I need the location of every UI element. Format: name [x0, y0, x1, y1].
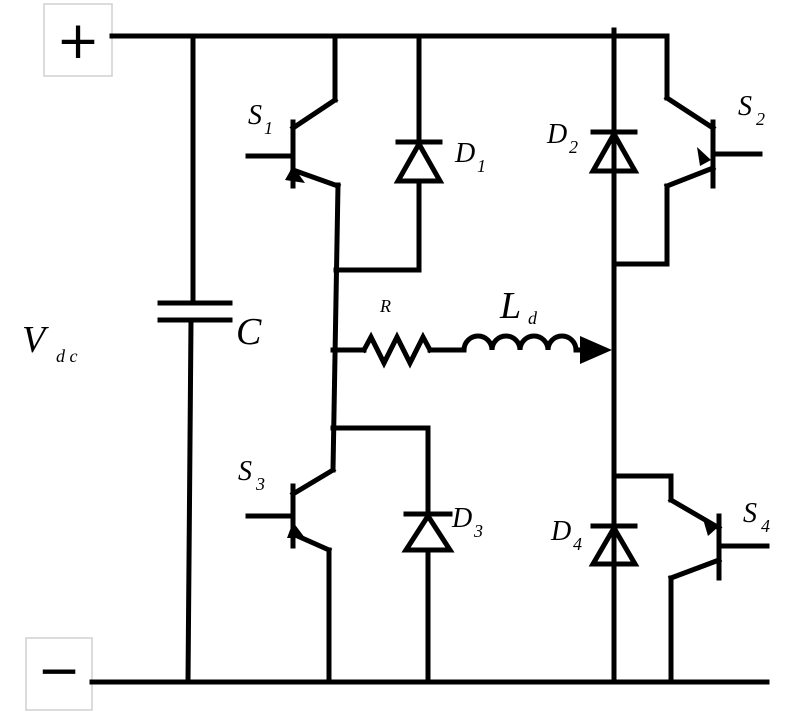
label-d4: D 4 [550, 516, 582, 554]
load-branch [330, 331, 612, 369]
svg-text:D: D [451, 503, 472, 534]
svg-text:S: S [248, 100, 262, 131]
svg-text:S: S [238, 456, 252, 487]
label-capacitor: C [236, 311, 262, 353]
label-inductor: L d [499, 285, 538, 328]
svg-text:V: V [22, 319, 49, 361]
svg-text:1: 1 [477, 156, 486, 176]
transistor-s3 [245, 466, 337, 685]
capacitor-c [157, 33, 233, 685]
current-arrow [580, 336, 612, 364]
svg-text:4: 4 [761, 516, 770, 536]
positive-terminal: + [43, 3, 113, 77]
label-s4: S 4 [743, 498, 770, 536]
diode-d3 [330, 425, 455, 685]
transistor-s1 [245, 33, 342, 190]
negative-terminal-symbol: − [37, 641, 81, 701]
diode-d2 [588, 128, 640, 174]
label-d3: D 3 [451, 503, 483, 541]
label-s3: S 3 [238, 456, 265, 494]
diode-d4 [588, 523, 640, 567]
negative-terminal: − [25, 637, 93, 711]
svg-text:2: 2 [756, 109, 765, 129]
svg-text:S: S [738, 91, 752, 122]
positive-terminal-symbol: + [56, 11, 100, 71]
inductor-ld [461, 333, 579, 353]
label-vdc: V d c [22, 319, 78, 366]
transistor-s4 [611, 473, 770, 685]
svg-text:L: L [499, 285, 521, 327]
svg-text:4: 4 [573, 534, 582, 554]
svg-text:d c: d c [56, 346, 78, 366]
svg-text:3: 3 [473, 521, 483, 541]
svg-text:2: 2 [569, 137, 578, 157]
label-s1: S 1 [248, 100, 273, 138]
svg-text:d: d [528, 308, 538, 328]
svg-text:3: 3 [255, 474, 265, 494]
resistor-r [360, 331, 434, 369]
transistor-s2 [611, 33, 763, 267]
svg-text:S: S [743, 498, 757, 529]
left-leg-wire [330, 182, 341, 473]
svg-text:1: 1 [264, 118, 273, 138]
svg-text:D: D [550, 516, 571, 547]
label-d2: D 2 [546, 119, 578, 157]
svg-text:D: D [454, 138, 475, 169]
label-s2: S 2 [738, 91, 765, 129]
label-resistor: R [379, 296, 391, 316]
label-d1: D 1 [454, 138, 486, 176]
diode-d1 [393, 33, 445, 273]
svg-text:D: D [546, 119, 567, 150]
